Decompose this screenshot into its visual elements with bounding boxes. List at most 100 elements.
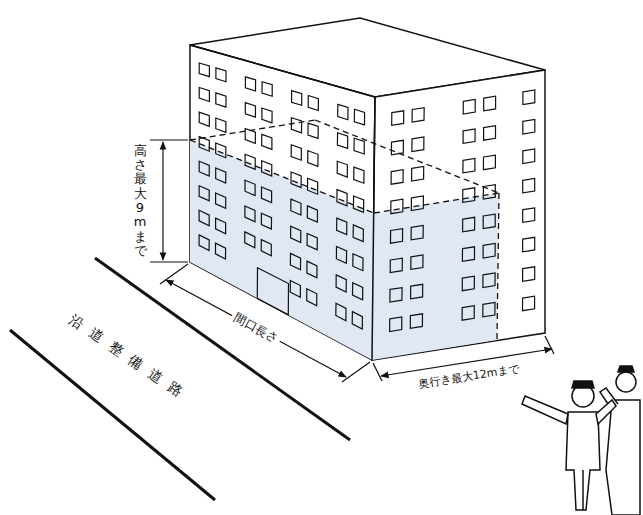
window — [337, 218, 347, 234]
window — [354, 167, 364, 183]
frontage-dimension-label: 間口長さ — [229, 309, 283, 347]
window — [216, 193, 226, 208]
window — [291, 199, 301, 215]
window — [391, 199, 403, 214]
window — [308, 123, 318, 138]
window — [391, 229, 403, 244]
window — [291, 172, 301, 188]
window — [484, 126, 496, 141]
window — [523, 267, 535, 282]
window — [245, 77, 255, 91]
window — [199, 161, 209, 176]
frontage-dimension — [160, 264, 370, 382]
window — [523, 90, 535, 105]
window — [245, 180, 255, 195]
window — [463, 188, 475, 203]
window — [262, 187, 272, 203]
window — [199, 235, 209, 251]
window — [523, 208, 535, 223]
zone-outline — [190, 120, 499, 340]
people-figures — [522, 366, 640, 515]
window — [336, 247, 346, 264]
window — [308, 178, 318, 194]
window — [483, 302, 495, 317]
height-dimension-label: 高さ最大9mまで — [134, 144, 147, 258]
window — [390, 317, 402, 332]
side-face — [372, 70, 545, 360]
shaded-zone — [190, 140, 374, 360]
window — [483, 244, 495, 259]
window — [523, 120, 535, 135]
window — [463, 100, 475, 115]
window — [390, 258, 402, 273]
window — [307, 289, 317, 306]
window — [483, 155, 495, 170]
window — [391, 170, 403, 185]
window — [412, 108, 424, 123]
window — [199, 186, 209, 201]
window — [262, 82, 272, 97]
window — [463, 217, 475, 232]
window — [352, 312, 362, 330]
window — [216, 68, 226, 82]
window — [412, 137, 424, 152]
window — [216, 143, 226, 158]
window — [245, 206, 255, 222]
window — [216, 93, 226, 107]
window — [307, 261, 317, 278]
window — [291, 145, 301, 160]
window — [199, 88, 209, 102]
window — [290, 281, 300, 298]
front-face — [190, 45, 375, 360]
window — [463, 129, 475, 144]
entrance-door — [257, 268, 288, 315]
window — [523, 296, 535, 311]
window — [307, 206, 317, 222]
window — [353, 283, 363, 300]
window — [410, 314, 422, 329]
window — [462, 276, 474, 291]
window — [391, 140, 403, 155]
window — [523, 149, 535, 164]
window — [462, 306, 474, 321]
window — [523, 178, 535, 193]
window — [216, 168, 226, 183]
window — [411, 196, 423, 211]
window — [411, 284, 423, 299]
height-dimension — [150, 140, 188, 262]
window — [245, 232, 255, 248]
window — [261, 240, 271, 256]
window — [411, 255, 423, 270]
window — [199, 63, 209, 77]
window — [463, 158, 475, 173]
window — [308, 96, 318, 111]
window — [392, 111, 404, 126]
window — [412, 167, 424, 182]
window — [307, 234, 317, 250]
window — [483, 185, 495, 200]
window — [354, 109, 364, 125]
window — [353, 254, 363, 271]
window — [262, 161, 272, 176]
window — [216, 243, 226, 259]
window — [308, 151, 318, 167]
window — [262, 134, 272, 149]
window — [337, 190, 347, 206]
window — [292, 91, 302, 106]
depth-dimension-label: 奥行き最大12mまで — [418, 363, 521, 392]
window — [483, 273, 495, 288]
window — [484, 96, 496, 111]
window — [483, 214, 495, 229]
window — [199, 112, 209, 126]
window — [390, 288, 402, 303]
window — [291, 118, 301, 133]
window — [523, 237, 535, 252]
windows — [199, 63, 535, 332]
window — [291, 226, 301, 242]
window — [199, 210, 209, 225]
window — [411, 225, 423, 240]
window — [261, 213, 271, 229]
window — [290, 253, 300, 270]
window — [338, 104, 348, 119]
